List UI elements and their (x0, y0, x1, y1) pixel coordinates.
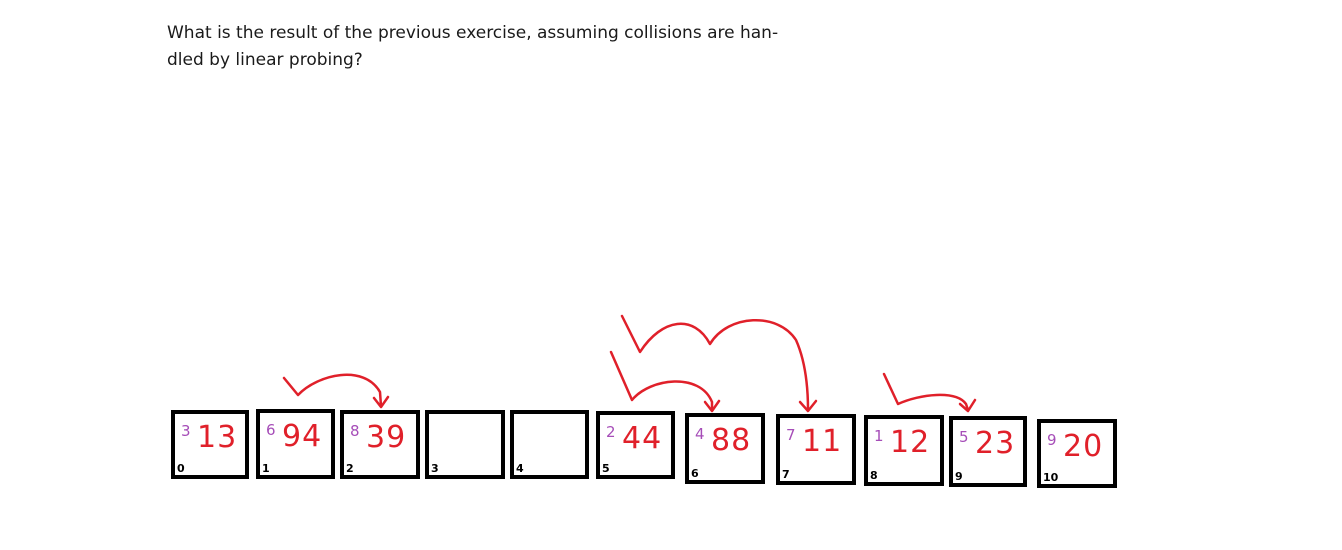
slot-hash-value: 7 (786, 426, 796, 444)
slot-hash-value: 4 (695, 425, 705, 443)
slot-index: 2 (346, 462, 354, 475)
slot-index: 9 (955, 470, 963, 483)
probe-arrow (620, 314, 810, 412)
probe-arrow-head (958, 398, 977, 413)
slot-index: 0 (177, 462, 185, 475)
hash-slot-10: 9 20 10 (1037, 419, 1117, 488)
slot-index: 3 (431, 462, 439, 475)
slot-key: 12 (890, 425, 931, 460)
hash-slot-1: 6 94 1 (256, 409, 335, 479)
slot-index: 5 (602, 462, 610, 475)
slot-hash-value: 6 (266, 421, 276, 439)
slot-index: 4 (516, 462, 524, 475)
probe-arrow-head (703, 399, 721, 413)
slot-key: 39 (366, 420, 407, 455)
slot-key: 13 (197, 420, 238, 455)
slot-hash-value: 2 (606, 423, 616, 441)
slot-key: 94 (282, 419, 323, 454)
hash-slot-6: 4 88 6 (685, 413, 765, 484)
slot-index: 6 (691, 467, 699, 480)
hash-slot-4: 4 (510, 410, 589, 479)
hash-slot-3: 3 (425, 410, 505, 479)
hash-slot-0: 3 13 0 (171, 410, 249, 479)
probe-arrow-head (372, 395, 390, 409)
slot-key: 11 (802, 424, 843, 459)
slot-key: 88 (711, 423, 752, 458)
hash-slot-9: 5 23 9 (949, 416, 1027, 487)
slot-index: 7 (782, 468, 790, 481)
slot-key: 23 (975, 426, 1016, 461)
slot-hash-value: 5 (959, 428, 969, 446)
question-text: What is the result of the previous exerc… (167, 20, 807, 74)
slot-hash-value: 3 (181, 422, 191, 440)
slot-index: 10 (1043, 471, 1059, 484)
question-line-1: What is the result of the previous exerc… (167, 23, 779, 43)
slot-hash-value: 8 (350, 422, 360, 440)
slot-key: 44 (622, 421, 663, 456)
probe-arrow (882, 372, 970, 412)
probe-arrow (609, 350, 714, 412)
slot-key: 20 (1063, 429, 1104, 464)
probe-arrow (282, 373, 383, 408)
hash-slot-5: 2 44 5 (596, 411, 675, 479)
hash-slot-2: 8 39 2 (340, 410, 420, 479)
hash-slot-7: 7 11 7 (776, 414, 856, 485)
probe-arrow-head (798, 399, 818, 413)
slot-hash-value: 1 (874, 427, 884, 445)
slot-index: 1 (262, 462, 270, 475)
question-line-2: dled by linear probing? (167, 50, 363, 70)
hash-slot-8: 1 12 8 (864, 415, 944, 486)
slot-index: 8 (870, 469, 878, 482)
slot-hash-value: 9 (1047, 431, 1057, 449)
